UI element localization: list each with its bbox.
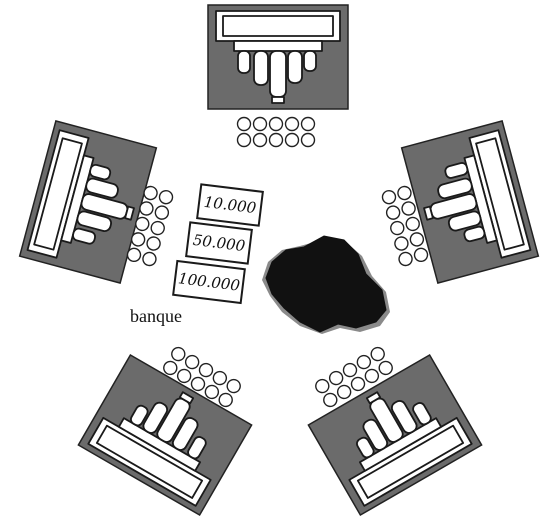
bank-bills: 10.000 50.000 100.000	[173, 184, 263, 303]
rock-icon	[262, 236, 390, 334]
bank-label: banque	[130, 306, 182, 326]
token-group-top	[238, 118, 315, 147]
bill-100000: 100.000	[173, 261, 245, 303]
bill-50000: 50.000	[186, 222, 252, 263]
bill-10000: 10.000	[197, 184, 263, 225]
player-station-top	[208, 5, 348, 109]
